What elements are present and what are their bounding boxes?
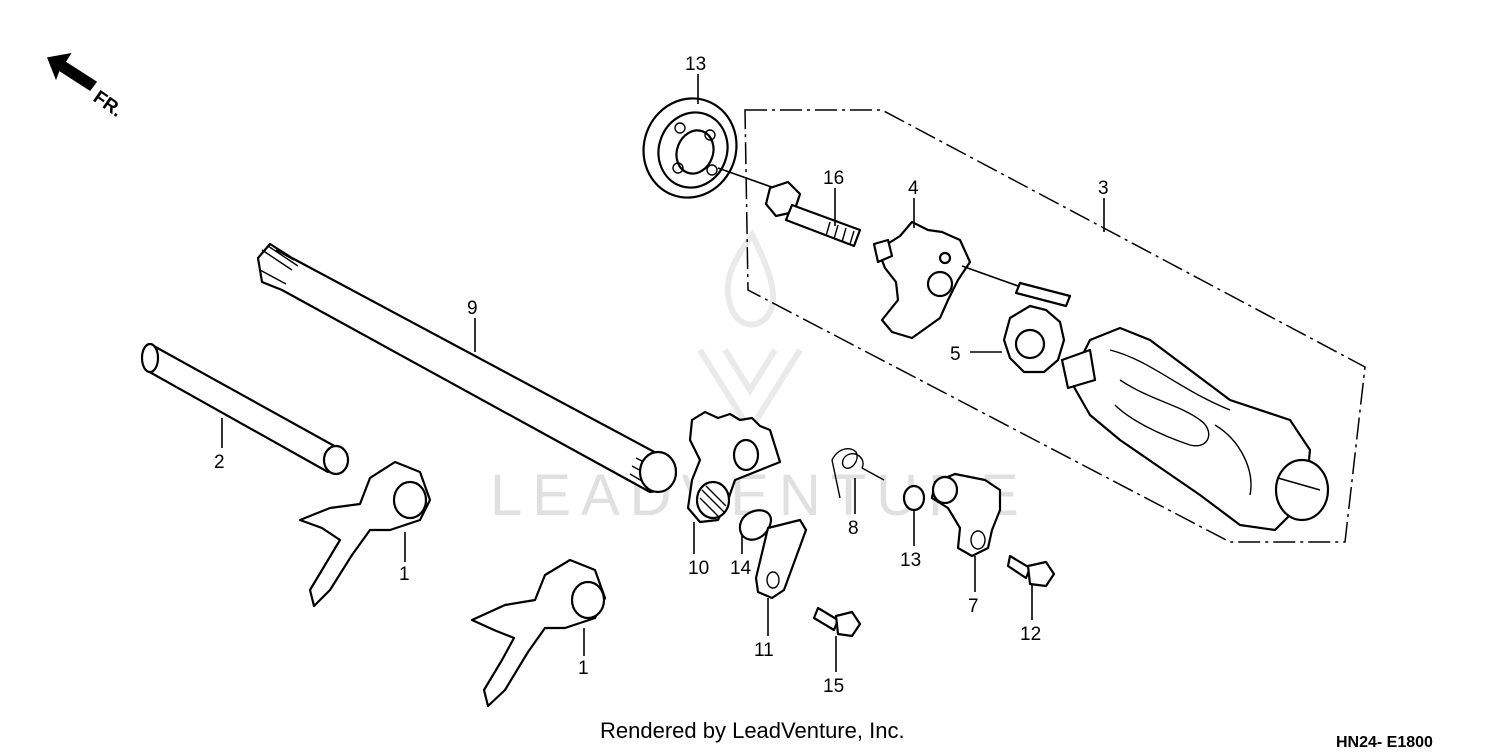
diagram-code: HN24- E1800 (1336, 734, 1433, 751)
part-10-link (754, 518, 808, 600)
callout-12: 13 (900, 550, 921, 571)
part-8-shift-spindle (256, 242, 678, 494)
part-14-circlip (738, 509, 773, 541)
front-direction-label: FR. (89, 87, 126, 122)
part-9-gearshift-arm (686, 410, 782, 524)
dowel-pin (1014, 281, 1072, 308)
part-13-bearing (642, 97, 738, 199)
part-7-spring (831, 448, 885, 499)
callout-13: 13 (685, 54, 706, 75)
part-6-stopper-arm (930, 472, 1002, 558)
callout-1b: 1 (578, 658, 589, 679)
part-5-drum-center (1002, 304, 1066, 374)
callout-5: 5 (950, 344, 961, 365)
callout-14: 14 (730, 558, 752, 579)
part-1-shift-fork-a (298, 460, 432, 608)
render-credit: Rendered by LeadVenture, Inc. (600, 718, 905, 743)
part-11-bolt (1006, 554, 1056, 588)
callout-16: 16 (823, 168, 844, 189)
front-direction-arrow-icon (46, 52, 98, 92)
callout-11: 12 (1020, 624, 1041, 645)
callout-4: 4 (908, 178, 919, 199)
callout-2: 2 (214, 452, 225, 473)
callout-8: 9 (467, 298, 478, 319)
callout-15: 15 (823, 676, 844, 697)
callout-10: 11 (754, 640, 774, 661)
part-12-washer (902, 484, 926, 512)
leader-lines (221, 74, 1105, 672)
callout-6: 7 (968, 596, 979, 617)
part-4-stopper-plate (872, 220, 972, 340)
callout-1a: 1 (399, 564, 410, 585)
part-2-fork-shaft (140, 342, 350, 476)
callout-numbers: 13 16 4 3 5 9 2 1 1 10 14 11 8 13 7 12 1… (214, 54, 1109, 697)
callout-7: 8 (848, 518, 859, 539)
callout-9: 10 (688, 558, 709, 579)
callout-3: 3 (1098, 178, 1109, 199)
assembly-boundary (744, 109, 1366, 543)
part-16-bolt (764, 180, 862, 248)
part-1-shift-fork-b (470, 558, 607, 708)
part-3-shift-drum (1060, 326, 1330, 532)
part-15-bolt (812, 606, 862, 638)
